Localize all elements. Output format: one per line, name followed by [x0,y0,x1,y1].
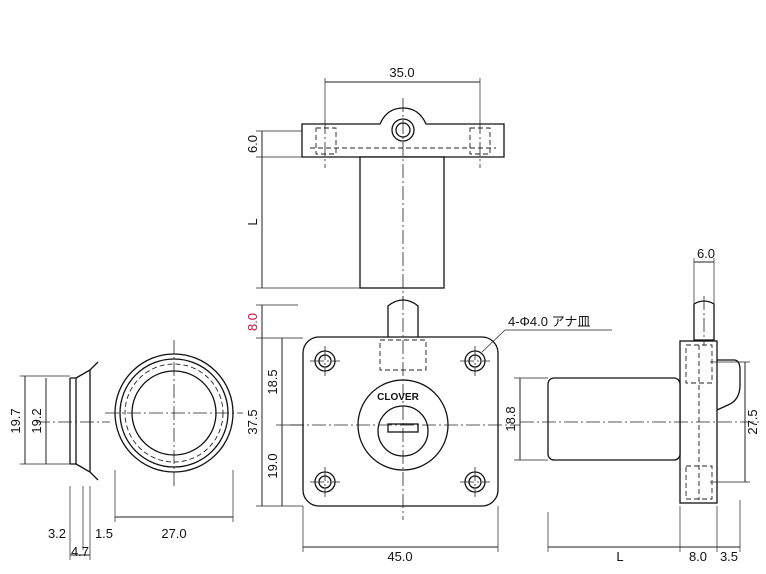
escutcheon-front-view: 27.0 [105,340,243,541]
dim-side-tongue: 6.0 [697,246,715,261]
front-view: CLOVER 8.0 37.5 18.5 19.0 45.0 [245,296,612,564]
dim-escutcheon-diameter: 27.0 [161,526,186,541]
dim-side-height: 27.5 [745,409,760,434]
dim-escutcheon-inner: 19.2 [29,408,44,433]
dim-top-length: L [245,218,260,225]
leader-line [481,329,506,353]
top-screw-hole [391,118,415,142]
side-cylinder [547,377,681,461]
escutcheon-lip [75,361,99,481]
dim-escutcheon-outer: 19.7 [8,408,23,433]
dim-side-cylinder: 18.8 [503,406,518,431]
dim-side-length: L [616,549,623,564]
dim-front-total-height: 37.5 [245,409,260,434]
escutcheon-body [69,377,77,465]
side-flange-curve [716,359,741,411]
dim-escutcheon-depth: 3.2 [48,526,66,541]
dim-front-width: 45.0 [387,549,412,564]
top-hidden-left [315,127,337,155]
top-cylinder [359,156,445,289]
dim-top-height: 6.0 [245,135,260,153]
brand-logo: CLOVER [377,392,419,403]
dim-front-gap: 8.0 [245,313,260,331]
dim-side-flange: 3.5 [720,549,738,564]
top-view: 35.0 6.0 L [245,65,505,300]
escutcheon-side-view: 19.7 19.2 3.2 1.5 4.7 [8,361,113,560]
dim-side-body: 8.0 [689,549,707,564]
dim-top-width: 35.0 [389,65,414,80]
dim-front-upper: 18.5 [265,369,280,394]
hole-callout: 4-Φ4.0 アナ皿 [508,314,590,329]
dim-front-lower: 19.0 [265,453,280,478]
dim-escutcheon-total: 4.7 [71,544,89,559]
dim-escutcheon-lip: 1.5 [95,526,113,541]
front-plate [302,336,499,507]
side-view: 6.0 18.8 27.5 L 8.0 3.5 [503,246,760,564]
